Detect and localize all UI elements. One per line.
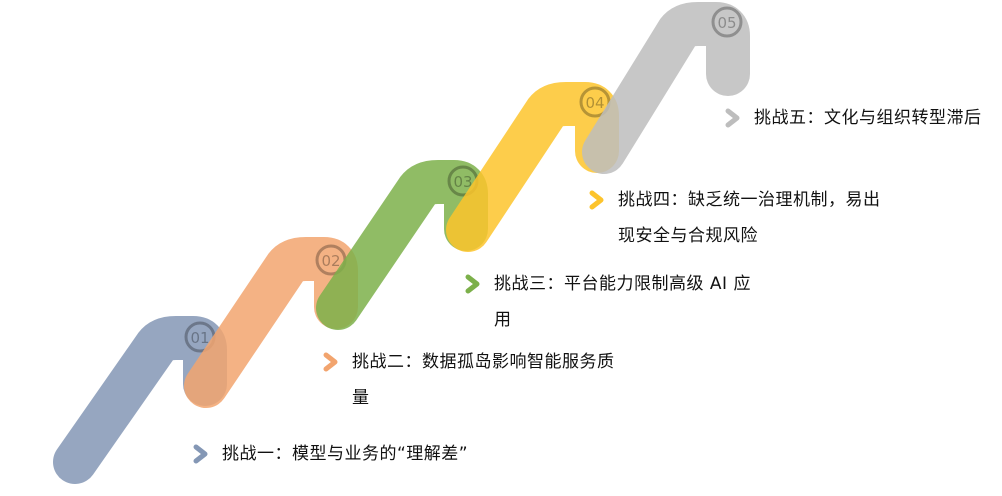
- step-number: 04: [585, 94, 604, 112]
- step-2-label: 挑战二：数据孤岛影响智能服务质量: [352, 352, 615, 408]
- caption-step-1: 挑战一：模型与业务的“理解差”: [190, 436, 610, 472]
- step-3-label: 挑战三：平台能力限制高级 AI 应用: [494, 274, 751, 330]
- caption-step-3: 挑战三：平台能力限制高级 AI 应用: [462, 266, 762, 338]
- arrow-body: [446, 82, 619, 252]
- step-number: 02: [321, 252, 340, 270]
- arrow-step-3: 03: [316, 160, 488, 330]
- caption-step-2: 挑战二：数据孤岛影响智能服务质量: [320, 344, 620, 416]
- arrow-body: [316, 160, 488, 330]
- step-number: 05: [717, 14, 736, 32]
- arrow-body: [53, 316, 227, 484]
- step-number: 03: [453, 173, 472, 191]
- step-5-label: 挑战五：文化与组织转型滞后: [754, 108, 982, 128]
- chevron-right-icon: [193, 444, 208, 464]
- arrow-body: [184, 237, 358, 408]
- step-number: 01: [190, 329, 209, 347]
- arrow-group: 01 02 03 04 05: [53, 2, 750, 484]
- caption-step-4: 挑战四：缺乏统一治理机制，易出现安全与合规风险: [586, 182, 896, 254]
- chevron-right-icon: [589, 190, 604, 210]
- step-badge-ring: [711, 6, 743, 38]
- chevron-right-icon: [323, 352, 338, 372]
- arrow-step-5: 05: [582, 2, 750, 174]
- step-4-label: 挑战四：缺乏统一治理机制，易出现安全与合规风险: [618, 190, 881, 246]
- chevron-right-icon: [725, 108, 740, 128]
- caption-step-5: 挑战五：文化与组织转型滞后: [722, 100, 984, 136]
- step-1-label: 挑战一：模型与业务的“理解差”: [222, 444, 469, 464]
- chevron-right-icon: [465, 274, 480, 294]
- arrow-body: [582, 2, 750, 174]
- arrow-step-1: 01: [53, 316, 227, 484]
